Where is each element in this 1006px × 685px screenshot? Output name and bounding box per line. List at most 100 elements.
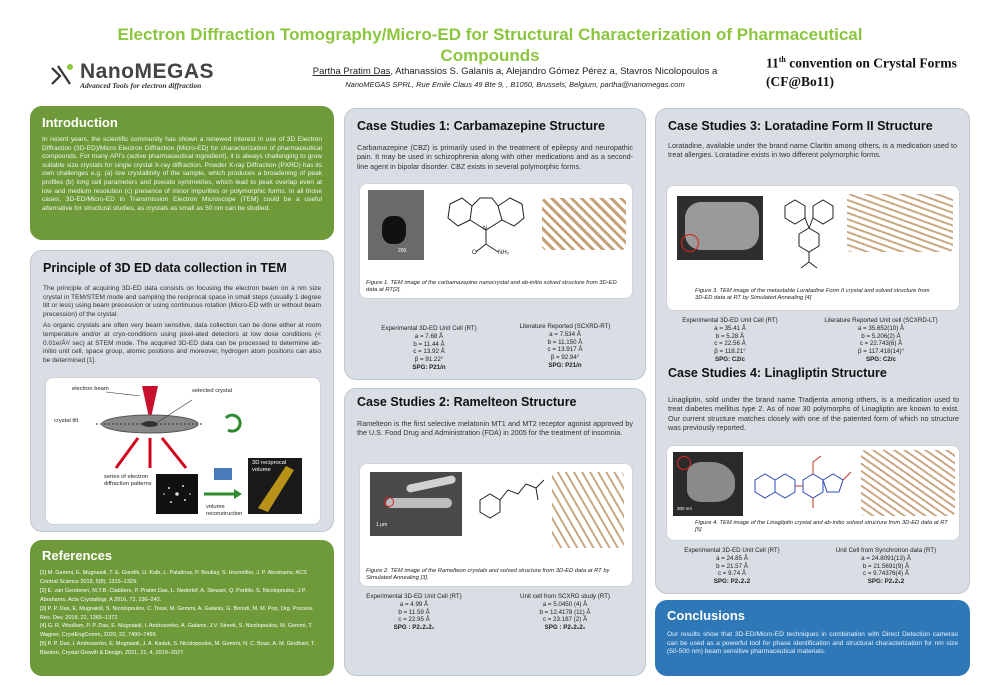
molecule-bonds [800,217,818,269]
case1-caption: Figure 1. TEM image of the carbamazepine… [366,280,617,294]
principle-paragraph-1: The principle of acquiring 3D-ED data co… [43,285,321,318]
conclusions-text: Our results show that 3D-ED/Micro-ED tec… [667,631,958,656]
case4-exp-title: Experimental 3D-ED Unit Cell (RT) [684,547,780,554]
case3-lit-title: Literature Reported Unit cell (SCXRD-LT) [824,317,938,324]
case3-lit-beta: β = 117.418(14)° [858,348,904,356]
molecule-ring-a [479,493,501,519]
molecule-ring-d [822,473,844,493]
case1-heading: Case Studies 1: Carbamazepine Structure [357,119,605,133]
case3-selected-crystal-marker [681,234,699,252]
introduction-heading: Introduction [42,115,118,130]
case4-lit-b: b = 21.5691(9) Å [862,562,910,570]
logo-name: NanoMEGAS [80,60,215,83]
molecule-chain [499,479,545,501]
case2-lit-a: a = 5.0450 (4) Å [542,600,588,608]
case3-lit-c: c = 22.743(6) Å [859,340,903,348]
case1-figure: 200 N O NH₂ Figure 1. TEM image of the c… [359,183,633,299]
convention-label: 11th convention on Crystal Forms (CF@Bo1… [766,51,1006,91]
case1-lit-beta: β = 92.94° [550,354,580,362]
convention-ordinal: th [778,55,786,64]
case2-lit-b: b = 12.4178 (11) Å [539,608,591,616]
case2-experimental-cell: Experimental 3D-ED Unit Cell (RT) a = 4.… [359,593,469,632]
case4-exp-c: c = 9.74 Å [717,570,747,578]
case1-lit-b: b = 11.150 Å [547,338,583,346]
case1-exp-spg: SPG: P21/n [412,363,446,371]
case4-tem-image: 300 nm [673,452,743,516]
case1-n-label: N [483,226,488,232]
molecule-ring-right [497,197,525,227]
label-series: series of electron diffraction patterns [104,474,152,488]
case4-lit-spg: SPG: P2₁2₁2 [867,578,905,586]
case2-figure: 1 μm Figure 2. TEM image of the Ramelteo… [359,463,633,587]
case4-selected-crystal-marker [677,456,691,470]
case2-exp-b: b = 11.59 Å [398,608,430,616]
loratadine-molecule [784,199,834,269]
case3-literature-cell: Literature Reported Unit cell (SCXRD-LT)… [806,317,956,364]
ramelteon-molecule [479,479,545,519]
case3-lit-spg: SPG: C2/c [866,355,896,363]
case3-lit-b: b = 5.206(2) Å [861,332,901,340]
case2-lit-spg: SPG : P2₁2₁2₁ [544,624,586,632]
case3-caption: Figure 3. TEM image of the metastable Lo… [695,288,930,302]
case4-text: Linagliptin, sold under the brand name T… [668,395,959,433]
case4-crystal-structure [861,450,955,516]
case1-text: Carbamazepine (CBZ) is primarily used in… [357,143,633,171]
case1-lit-c: c = 13.917 Å [547,346,583,354]
case4-exp-spg: SPG: P2₁2₁2 [713,578,751,586]
label-crystal-tilt: crystal tilt [54,418,79,424]
introduction-text: In recent years, the scientific communit… [42,136,322,212]
nanomegas-logo: NanoMEGAS Advanced Tools for electron di… [50,60,270,92]
case1-scale-label: 200 [398,248,407,254]
case2-tem-image: 1 μm [370,472,462,536]
case3-heading: Case Studies 3: Loratadine Form II Struc… [668,119,933,133]
case1-exp-c: c = 13.92 Å [413,348,445,356]
case2-literature-cell: Unit cell from SCXRD study (RT) a = 5.04… [495,593,635,632]
case4-experimental-cell: Experimental 3D-ED Unit Cell (RT) a = 24… [670,547,794,586]
conclusions-heading: Conclusions [667,608,746,623]
case2-exp-title: Experimental 3D-ED Unit Cell (RT) [366,593,462,600]
case2-exp-spg: SPG : P2₁2₁2₁ [393,624,435,632]
molecule-ring-left [447,197,473,227]
reference-item: [3] P. P. Das, E. Mugnaioli, S. Nicolopo… [40,605,313,621]
case3-crystal-structure [847,194,953,252]
case2-panel: Case Studies 2: Ramelteon Structure Rame… [344,388,646,676]
nanomegas-logo-icon [51,64,73,85]
case1-tem-image: 200 [368,190,424,260]
case4-lit-a: a = 24.8091(13) Å [861,554,911,562]
case2-selected-crystal-marker [384,497,394,507]
case1-crystal-structure [542,198,626,250]
case1-crystal-shape [382,216,406,244]
reference-item: [1] M. Gemmi, E. Mugnaioli, T. E. Goreli… [40,570,307,585]
convention-number: 11 [766,55,779,71]
case2-heading: Case Studies 2: Ramelteon Structure [357,395,577,409]
case2-exp-c: c = 22.95 Å [398,616,430,624]
case3-exp-a: a = 35.41 Å [714,324,746,332]
case2-lit-title: Unit cell from SCXRD study (RT) [520,593,610,600]
case3-lit-a: a = 35.652(10) Å [857,324,905,332]
case1-lit-title: Literature Reported (SCXRD-RT) [519,323,611,330]
case2-crystal-rod-2 [405,474,457,494]
principle-paragraph-2: As organic crystals are often very beam … [43,322,321,364]
convention-name: convention on Crystal Forms [785,55,957,71]
case1-lit-a: a = 7.534 Å [549,330,581,338]
case2-crystal-structure [552,472,624,548]
case1-lit-spg: SPG: P21/n [548,361,582,369]
case4-crystal-shape [687,462,735,502]
authors: Partha Pratim Das, Athanassios S. Galani… [290,66,740,77]
case1-literature-cell: Literature Reported (SCXRD-RT) a = 7.534… [505,323,625,370]
logo-tagline: Advanced Tools for electron diffraction [80,81,202,90]
case3-text: Loratadine, available under the brand na… [668,141,957,160]
molecule-ring-a [754,473,776,499]
case3-exp-c: c = 22.56 Å [714,340,746,348]
case2-exp-a: a = 4.99 Å [399,600,429,608]
crystal-label-line [157,399,193,423]
principle-heading: Principle of 3D ED data collection in TE… [43,261,287,275]
reference-item: [5] P. P. Das, I. Andrusenko, E. Mugnaio… [40,641,316,657]
reconstruction-arrow-head [234,489,242,499]
reciprocal-volume-glow [258,466,294,512]
case4-exp-b: b = 21.57 Å [716,562,748,570]
principle-diagram: electron beam selected crystal crystal t… [45,377,321,525]
computer-icon [214,468,232,480]
case2-text: Ramelteon is the first selective melaton… [357,419,633,438]
